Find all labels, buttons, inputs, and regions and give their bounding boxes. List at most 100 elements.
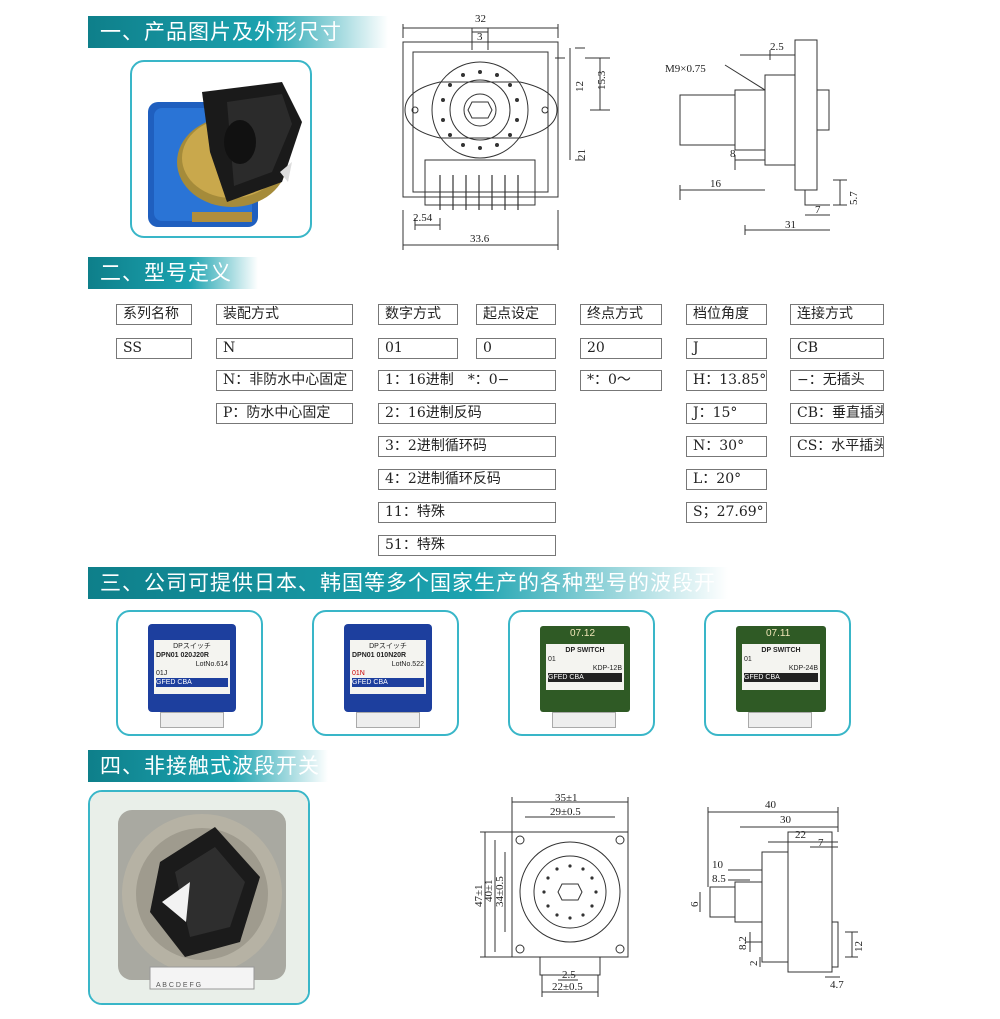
dim-7: 7: [818, 837, 824, 849]
switch-lot: LotNo.614: [195, 661, 228, 668]
switch-pins: GFED CBA: [352, 678, 424, 687]
dim-4-7: 4.7: [830, 979, 844, 991]
section-3-banner: 三、公司可提供日本、韩国等多个国家生产的各种型号的波段开关: [88, 567, 728, 627]
digital-option: 1：16进制 *：0−: [378, 370, 556, 391]
section-4-banner: 四、非接触式波段开关: [88, 750, 328, 782]
dim-m9: M9×0.75: [665, 63, 706, 75]
switch-photo-2: DPスイッチ DPN01 010N20R LotNo.522 01N GFED …: [312, 610, 459, 736]
connect-option: CB：垂直插头: [790, 403, 884, 424]
switch-lot: LotNo.522: [391, 661, 424, 668]
angle-option: N：30°: [686, 436, 767, 457]
dimension-drawing-side-2: 40 30 22 7 10 8.5 6 8.2 2 12 4.7: [689, 799, 865, 991]
header-series: 系列名称: [116, 304, 192, 325]
dim-7: 7: [815, 204, 821, 216]
digital-option: 4：2进制循环反码: [378, 469, 556, 490]
connect-option: CS：水平插头: [790, 436, 884, 457]
dim-30: 30: [780, 814, 792, 826]
value-digital: 01: [378, 338, 458, 359]
section-1-banner: 一、产品图片及外形尺寸: [88, 16, 388, 48]
header-connect: 连接方式: [790, 304, 884, 325]
dimension-drawing-side-1: M9×0.75 2.5 8 16 5.7 7 31: [665, 39, 860, 235]
switch-photo-4: 07.11 DP SWITCH 01 KDP-24B GFED CBA: [704, 610, 851, 736]
value-start: 0: [476, 338, 556, 359]
dim-2-54: 2.54: [413, 212, 433, 224]
dim-3: 3: [477, 31, 483, 43]
digital-option: 51：特殊: [378, 535, 556, 556]
header-start: 起点设定: [476, 304, 556, 325]
dim-10: 10: [712, 859, 724, 871]
dim-12: 12: [574, 81, 586, 92]
dim-15-3: 15.3: [596, 70, 608, 90]
switch-code: 01: [548, 656, 556, 663]
dim-2-5: 2.5: [770, 41, 784, 53]
value-end: 20: [580, 338, 662, 359]
value-assembly: N: [216, 338, 353, 359]
switch-model: KDP-12B: [592, 665, 622, 672]
angle-option: S；27.69°: [686, 502, 767, 523]
dim-6: 6: [689, 901, 701, 907]
section-2-banner: 二、型号定义: [88, 257, 258, 289]
header-digital: 数字方式: [378, 304, 458, 325]
switch-title: DPスイッチ: [369, 643, 407, 650]
switch-code: 01: [744, 656, 752, 663]
switch-title: DPスイッチ: [173, 643, 211, 650]
endpoint-option: *：0～: [580, 370, 662, 391]
switch-title: DP SWITCH: [565, 647, 605, 654]
angle-option: H：13.85°: [686, 370, 767, 391]
non-contact-switch-photo: A B C D E F G: [88, 790, 310, 1005]
switch-photo-3: 07.12 DP SWITCH 01 KDP-12B GFED CBA: [508, 610, 655, 736]
header-end: 终点方式: [580, 304, 662, 325]
non-contact-switch-photo-icon: [90, 792, 308, 1003]
switch-pins: GFED CBA: [156, 678, 228, 687]
dim-22: 22: [795, 829, 806, 841]
dim-16: 16: [710, 178, 722, 190]
assembly-option: N：非防水中心固定: [216, 370, 353, 391]
dimension-drawing-front-2: 35±1 29±0.5 47±1 40±1 34±0.5 2.5 22±0.5: [473, 792, 629, 997]
switch-pins: GFED CBA: [744, 673, 818, 682]
dim-8-5: 8.5: [712, 873, 726, 885]
dim-35: 35±1: [555, 792, 578, 804]
dim-47: 47±1: [473, 884, 485, 907]
dim-32: 32: [475, 13, 486, 25]
dim-40: 40: [765, 799, 777, 811]
switch-code: 01J: [156, 670, 168, 677]
dim-5-7: 5.7: [848, 191, 860, 205]
header-assembly: 装配方式: [216, 304, 353, 325]
dim-12: 12: [853, 941, 865, 952]
switch-code: 01N: [352, 670, 365, 677]
switch-date: 07.12: [570, 628, 596, 639]
angle-option: L：20°: [686, 469, 767, 490]
dim-2-5: 2.5: [562, 969, 576, 981]
dim-8-2: 8.2: [737, 936, 749, 950]
switch-model: DPN01 020J20R: [156, 652, 209, 659]
dim-33-6: 33.6: [470, 233, 490, 245]
value-connect: CB: [790, 338, 884, 359]
dimension-drawing-front-1: 32 3 15.3 12 21 2.54 33.6: [402, 13, 610, 250]
switch-photo-1: DPスイッチ DPN01 020J20R LotNo.614 01J GFED …: [116, 610, 263, 736]
dim-22: 22±0.5: [552, 981, 583, 993]
dim-21: 21: [576, 149, 588, 160]
dim-8: 8: [730, 148, 736, 160]
switch-model: KDP-24B: [788, 665, 818, 672]
dim-29: 29±0.5: [550, 806, 581, 818]
connect-option: −：无插头: [790, 370, 884, 391]
switch-model: DPN01 010N20R: [352, 652, 407, 659]
switch-pins: GFED CBA: [548, 673, 622, 682]
pin-letters: A B C D E F G: [156, 982, 202, 989]
switch-date: 07.11: [766, 628, 791, 639]
angle-option: J：15°: [686, 403, 767, 424]
dim-40: 40±1: [483, 879, 495, 902]
dim-31: 31: [785, 219, 796, 231]
digital-option: 2：16进制反码: [378, 403, 556, 424]
assembly-option: P：防水中心固定: [216, 403, 353, 424]
product-photo-rotary-switch: [130, 60, 312, 238]
dim-2: 2: [748, 961, 760, 967]
rotary-switch-photo-icon: [148, 82, 302, 227]
digital-option: 3：2进制循环码: [378, 436, 556, 457]
switch-title: DP SWITCH: [761, 647, 801, 654]
value-series: SS: [116, 338, 192, 359]
digital-option: 11：特殊: [378, 502, 556, 523]
value-angle: J: [686, 338, 767, 359]
dim-34: 34±0.5: [494, 876, 506, 907]
header-angle: 档位角度: [686, 304, 767, 325]
